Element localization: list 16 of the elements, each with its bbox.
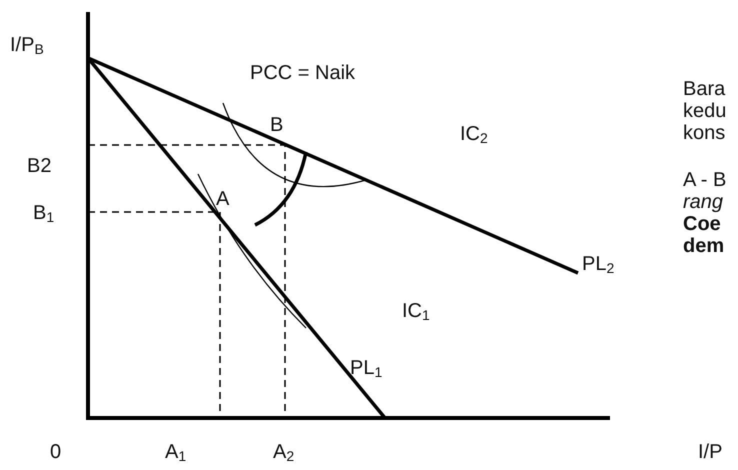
curve-label: IC$_{2}$ [460,123,488,148]
point-label: B [270,114,284,136]
point-label: A [216,188,230,210]
axis-label: I/P [698,441,722,463]
tick-label: A$_{2}$ [273,441,294,466]
curve-label: IC$_{1}$ [402,300,430,325]
line-label: PL$_{1}$ [350,357,382,382]
tick-label: B$_{1}$ [33,202,54,227]
tick-label: B2 [27,155,52,177]
note-text: A - B rang Coe dem [683,169,728,257]
curve-label: PCC = Naik [250,62,356,84]
note-text: Bara kedu kons [683,78,728,144]
axis-label: I/P$_{B}$ [10,34,44,59]
line-label: PL$_{2}$ [582,253,614,278]
axis-origin-label: 0 [50,441,62,463]
tick-label: A$_{1}$ [165,441,186,466]
